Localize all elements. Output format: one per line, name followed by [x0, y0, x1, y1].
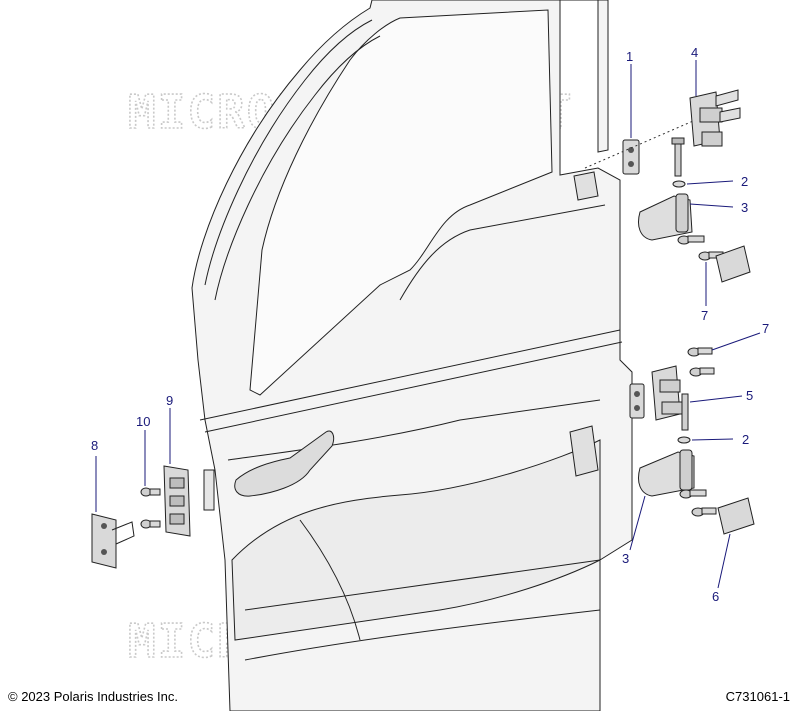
copyright-text: © 2023 Polaris Industries Inc.: [8, 689, 178, 704]
upper-hinge-bolts: 7: [677, 235, 724, 323]
part-5-hinge-bracket: 5: [651, 365, 753, 431]
callout-5: 5: [746, 388, 753, 403]
leader-2-lower: [691, 438, 734, 441]
callout-2-lower: 2: [742, 432, 749, 447]
leader-6: [717, 533, 731, 589]
callout-7-upper: 7: [701, 308, 708, 323]
door-assembly: [191, 0, 633, 711]
callout-7-lower: 7: [762, 321, 769, 336]
part-8-striker: 8: [91, 438, 135, 569]
part-4-hinge-bracket: 4: [689, 45, 741, 147]
leader-3-lower: [629, 495, 646, 551]
figure-id: C731061-1: [725, 689, 790, 704]
alignment-line: [584, 117, 701, 169]
leader-2-upper: [686, 180, 734, 185]
callout-1: 1: [626, 49, 633, 64]
part-6-hinge-cover: 6: [712, 497, 755, 604]
leader-7-lower: [711, 332, 761, 351]
part-10-screws: 10: [136, 414, 161, 529]
leader-5: [689, 395, 743, 403]
callout-8: 8: [91, 438, 98, 453]
callout-3-upper: 3: [741, 200, 748, 215]
part-7-bolts-lower: 7: [687, 321, 769, 377]
part-3-hinge-lower: 3: [622, 449, 695, 566]
part-2-washer-upper: 2: [672, 174, 748, 189]
part-1-plate: 1: [622, 49, 640, 175]
lower-plate: [629, 383, 645, 419]
callout-4: 4: [691, 45, 698, 60]
upper-hinge-cover: [715, 245, 751, 283]
callout-9: 9: [166, 393, 173, 408]
part-9-striker-plate: 9: [163, 393, 191, 537]
callout-10: 10: [136, 414, 150, 429]
callout-6: 6: [712, 589, 719, 604]
hinge-pin-upper: [671, 137, 685, 177]
part-3-hinge-upper: 3: [638, 193, 748, 241]
lower-hinge-bolts: [679, 489, 717, 517]
leader-3-upper: [689, 203, 734, 208]
callout-2-upper: 2: [741, 174, 748, 189]
callout-3-lower: 3: [622, 551, 629, 566]
part-2-washer-lower: 2: [677, 432, 749, 447]
